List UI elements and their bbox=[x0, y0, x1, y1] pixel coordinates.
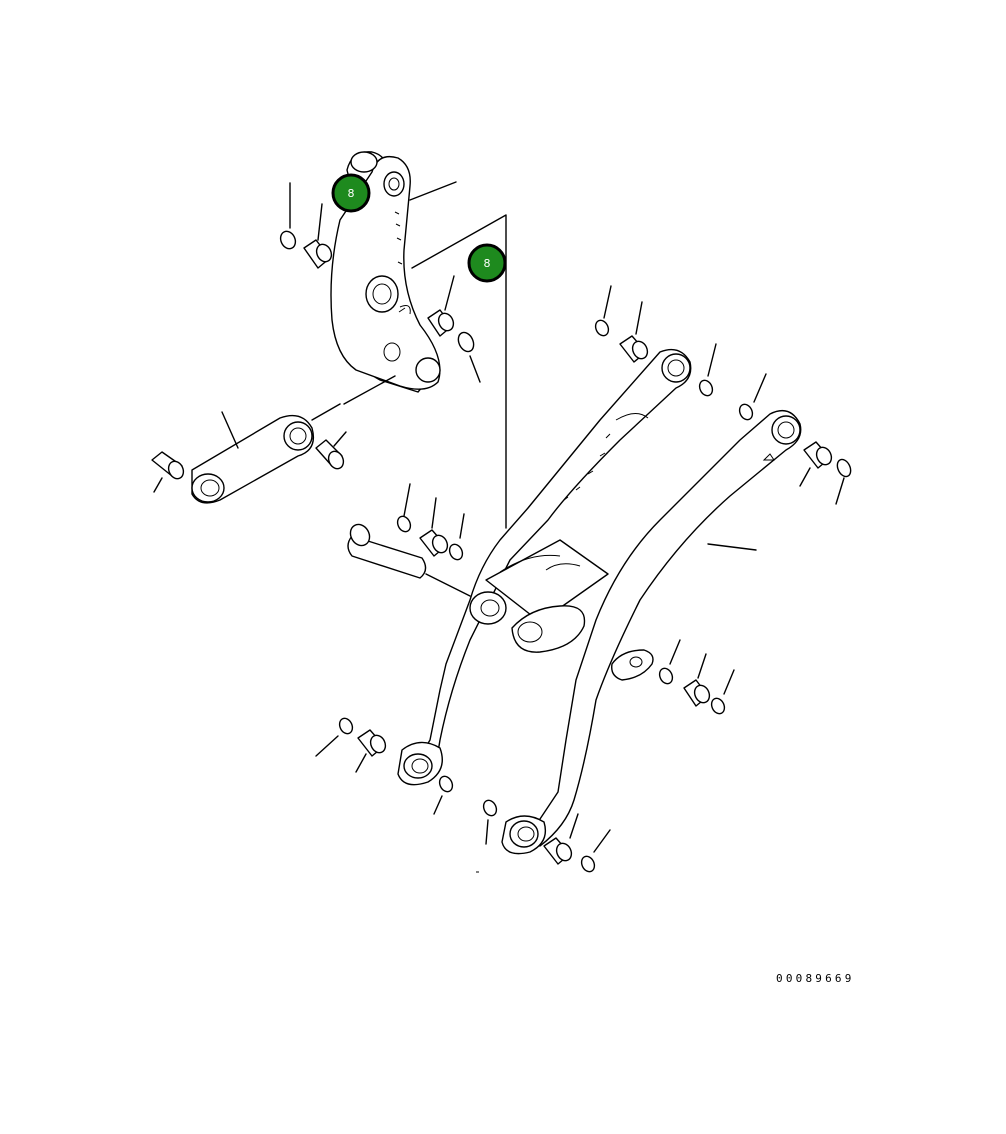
link-bushings bbox=[151, 431, 347, 493]
lower-left-bushings bbox=[315, 717, 454, 815]
pin-bushings bbox=[396, 483, 465, 561]
lower-bracket bbox=[611, 649, 654, 681]
bell-crank bbox=[330, 151, 441, 393]
callout-label: 8 bbox=[348, 187, 355, 200]
callout-marker bbox=[467, 243, 507, 283]
tilt-link bbox=[191, 403, 341, 504]
cross-tube bbox=[469, 539, 609, 653]
bell-crank-bushings bbox=[279, 182, 481, 383]
main-pin bbox=[347, 523, 471, 597]
lift-arm-left bbox=[397, 348, 692, 786]
callout-8-right[interactable]: 8 bbox=[467, 243, 507, 283]
callout-marker bbox=[331, 173, 371, 213]
lift-arm-right bbox=[501, 410, 802, 855]
drawing-number: 00089669 bbox=[776, 972, 855, 985]
lower-right-bushings bbox=[476, 799, 611, 873]
callout-label: 8 bbox=[484, 257, 491, 270]
callout-8-top[interactable]: 8 bbox=[331, 173, 371, 213]
right-bushings bbox=[594, 285, 852, 715]
